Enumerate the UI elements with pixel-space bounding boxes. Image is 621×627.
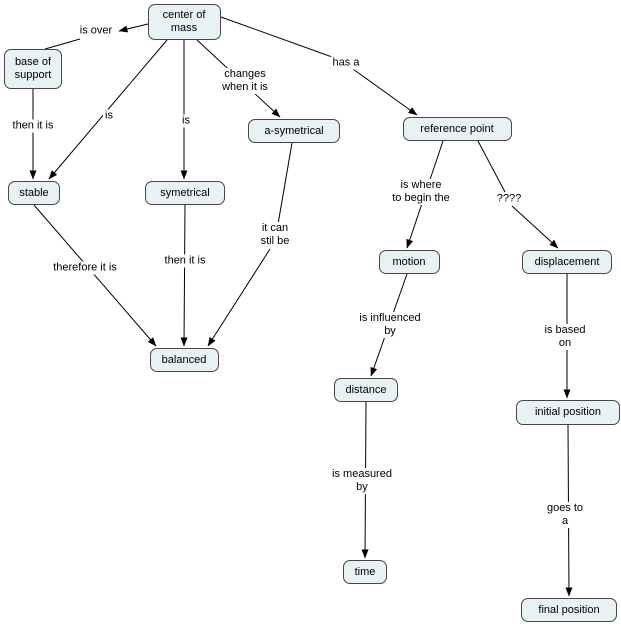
edge-has-a: [220, 16, 347, 63]
node-reference-point[interactable]: reference point: [402, 117, 512, 141]
edge-it-can-stil-be: [207, 248, 271, 347]
node-stable[interactable]: stable: [8, 181, 60, 205]
node-time[interactable]: time: [343, 560, 387, 584]
link-label-is-based-on[interactable]: is based on: [542, 324, 588, 350]
link-label-is-measured-by[interactable]: is measured by: [330, 468, 394, 494]
node-final-position[interactable]: final position: [521, 598, 617, 622]
node-distance[interactable]: distance: [334, 378, 398, 402]
link-label-then-it-is-2[interactable]: then it is: [162, 254, 208, 268]
link-label-is-1[interactable]: is: [103, 109, 115, 123]
node-base-of-support[interactable]: base of support: [4, 49, 62, 89]
edge-then-it-is-2: [180, 204, 188, 347]
edge-is-over: [44, 38, 81, 50]
link-label-then-it-is-1[interactable]: then it is: [10, 119, 56, 133]
link-label-is-where-to-begin-the[interactable]: is where to begin the: [390, 179, 452, 205]
link-label-therefore-it-is[interactable]: therefore it is: [51, 261, 119, 275]
edge-has-a: [345, 63, 418, 116]
node-initial-position[interactable]: initial position: [516, 399, 620, 425]
node-center-of-mass[interactable]: center of mass: [147, 4, 221, 40]
link-label-goes-to-a[interactable]: goes to a: [544, 502, 586, 528]
edge-question-marks: [511, 205, 559, 249]
edge-is-over: [118, 23, 149, 33]
link-label-is-over[interactable]: is over: [77, 24, 115, 38]
link-label-changes-when-it-is[interactable]: changes when it is: [220, 68, 270, 94]
node-symetrical[interactable]: symetrical: [145, 181, 225, 205]
edge-it-can-stil-be: [276, 142, 293, 231]
link-label-it-can-stil-be[interactable]: it can stil be: [258, 222, 292, 248]
link-label-is-2[interactable]: is: [180, 114, 192, 128]
node-displacement[interactable]: displacement: [522, 250, 612, 274]
edge-question-marks: [477, 140, 506, 193]
edge-therefore-it-is: [33, 204, 157, 347]
link-label-question-marks[interactable]: ????: [494, 192, 524, 206]
node-a-symetrical[interactable]: a-symetrical: [248, 119, 340, 143]
link-label-is-influenced-by[interactable]: is influenced by: [357, 312, 423, 338]
node-balanced[interactable]: balanced: [149, 348, 219, 372]
link-label-has-a[interactable]: has a: [330, 56, 362, 70]
node-motion[interactable]: motion: [378, 250, 440, 274]
